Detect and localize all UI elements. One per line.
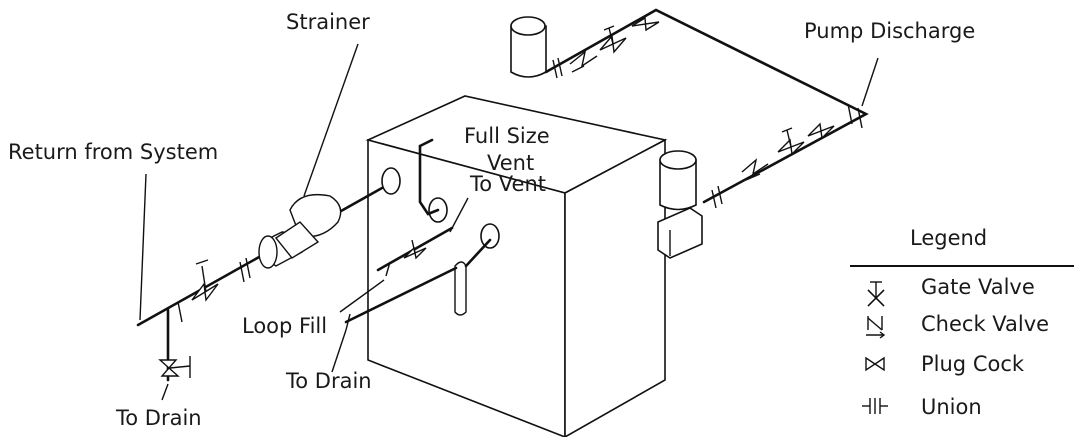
pump bbox=[657, 150, 703, 259]
legend-union-label: Union bbox=[921, 395, 982, 419]
dip-tube-pipe bbox=[464, 238, 492, 268]
loop-fill-leader bbox=[339, 279, 385, 313]
union-icon bbox=[552, 57, 563, 79]
label-return-from-system: Return from System bbox=[8, 140, 218, 164]
legend-check-valve-label: Check Valve bbox=[921, 312, 1049, 336]
to-drain-center-leader bbox=[331, 329, 347, 373]
vent-piping bbox=[418, 138, 440, 216]
fill-piping bbox=[376, 226, 454, 277]
tank-port-lower bbox=[480, 223, 500, 249]
legend-plug-cock-label: Plug Cock bbox=[921, 352, 1025, 376]
discharge-tee bbox=[847, 103, 863, 129]
check-valve-icon bbox=[569, 50, 598, 73]
return-piping bbox=[136, 186, 384, 382]
union-icon bbox=[239, 257, 251, 283]
legend-title: Legend bbox=[910, 226, 987, 250]
label-to-drain-left: To Drain bbox=[115, 406, 202, 430]
pump-body bbox=[659, 159, 697, 211]
return-leader bbox=[139, 173, 147, 321]
pump-discharge-leader bbox=[861, 57, 879, 107]
label-strainer: Strainer bbox=[286, 10, 370, 34]
check-valve-icon bbox=[866, 316, 886, 339]
full-size-vent-pipe bbox=[418, 144, 440, 216]
label-loop-fill: Loop Fill bbox=[242, 314, 327, 338]
union-icon bbox=[862, 398, 888, 414]
union-icon bbox=[711, 185, 723, 209]
gate-valve-icon bbox=[777, 127, 805, 156]
label-to-drain-center: To Drain bbox=[285, 369, 372, 393]
gate-valve-icon bbox=[599, 25, 627, 54]
legend: Legend Gate Valve Check Valve Plug Cock bbox=[850, 226, 1074, 419]
strainer-leader bbox=[303, 43, 359, 197]
label-full-size-vent-line1: Full Size bbox=[464, 124, 550, 148]
top-riser bbox=[510, 16, 547, 78]
plug-cock-icon bbox=[631, 16, 660, 32]
discharge-piping bbox=[544, 8, 869, 209]
gate-valve-icon bbox=[403, 239, 427, 260]
strainer-icon bbox=[258, 193, 342, 269]
plug-cock-icon bbox=[807, 122, 835, 140]
tank bbox=[365, 95, 668, 437]
label-to-vent: To Vent bbox=[469, 172, 546, 196]
gate-valve-icon bbox=[191, 259, 219, 302]
gate-valve-icon bbox=[158, 356, 191, 378]
pump-cap bbox=[659, 150, 697, 170]
gate-valve-icon bbox=[867, 281, 885, 307]
plug-cock-icon bbox=[865, 356, 885, 372]
tank-right-face bbox=[564, 138, 666, 437]
center-drain-piping bbox=[344, 266, 458, 331]
top-riser-cap bbox=[510, 16, 546, 36]
union-icon bbox=[177, 301, 183, 323]
dip-tube bbox=[454, 261, 467, 316]
leader-lines bbox=[139, 43, 879, 401]
label-full-size-vent-line2: Vent bbox=[487, 151, 534, 175]
tank-port-upper bbox=[381, 167, 401, 195]
check-valve-icon bbox=[741, 158, 769, 181]
pump-housing bbox=[657, 207, 703, 259]
to-drain-left-leader bbox=[161, 383, 169, 401]
label-pump-discharge: Pump Discharge bbox=[804, 19, 975, 43]
discharge-pipe bbox=[544, 8, 869, 204]
to-vent-leader bbox=[449, 197, 469, 233]
center-drain-pipe bbox=[344, 266, 458, 324]
legend-gate-valve-label: Gate Valve bbox=[921, 275, 1035, 299]
